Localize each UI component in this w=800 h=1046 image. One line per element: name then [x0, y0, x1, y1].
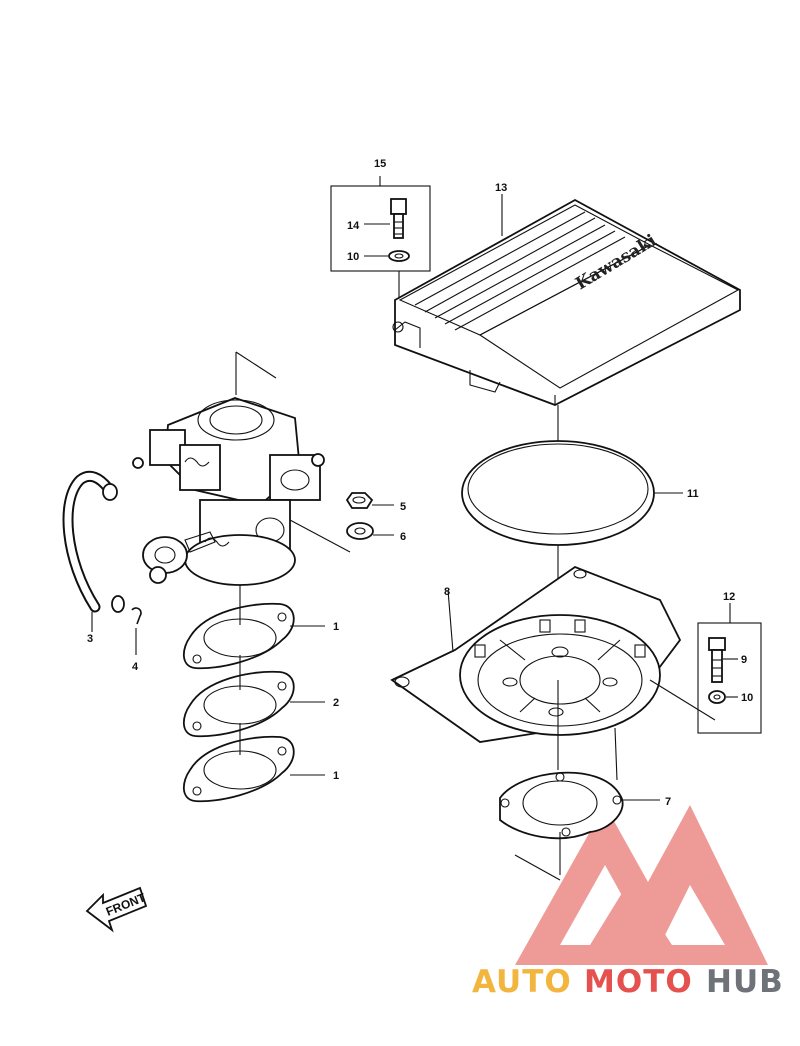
part-2-insulator	[182, 670, 325, 738]
watermark-hub: HUB	[706, 964, 784, 1000]
part-4-clip	[131, 607, 142, 655]
callout-11: 11	[687, 488, 699, 500]
callout-4: 4	[132, 661, 139, 673]
part-3-fuel-hose	[62, 470, 125, 632]
watermark-moto: MOTO	[584, 964, 693, 1000]
watermark-auto: AUTO	[472, 964, 572, 1000]
part-8-flame-arrestor-base	[390, 565, 682, 781]
callout-7: 7	[665, 796, 671, 808]
callout-8: 8	[444, 586, 450, 598]
watermark-logo	[515, 805, 768, 965]
part-6-washer	[346, 522, 394, 540]
callout-15: 12	[723, 591, 735, 603]
part-7-gasket	[499, 771, 660, 881]
callout-6: 6	[400, 531, 406, 543]
callout-1-upper: 1	[333, 621, 339, 633]
part-5-nut	[345, 492, 394, 509]
callout-10-lower: 10	[741, 692, 753, 704]
callout-9: 9	[741, 654, 747, 666]
callout-12: 14	[347, 220, 360, 232]
callout-13: 13	[495, 182, 507, 194]
part-15-kit-box	[649, 603, 762, 734]
callout-2: 2	[333, 697, 339, 709]
front-direction-arrow: FRONT	[85, 886, 148, 933]
callout-14: 15	[374, 158, 386, 170]
part-11-screen	[461, 440, 683, 600]
callout-3: 3	[87, 633, 93, 645]
watermark-text: AUTO MOTO HUB	[472, 964, 784, 1000]
callout-5: 5	[400, 501, 406, 513]
part-13-flame-arrestor-cover: Kawasaki	[392, 194, 741, 406]
part-1-gasket-upper	[182, 602, 325, 670]
part-1-gasket-lower	[182, 735, 325, 803]
callout-10-upper: 10	[347, 251, 359, 263]
carburetor-assembly	[132, 351, 351, 586]
callout-1-lower: 1	[333, 770, 339, 782]
